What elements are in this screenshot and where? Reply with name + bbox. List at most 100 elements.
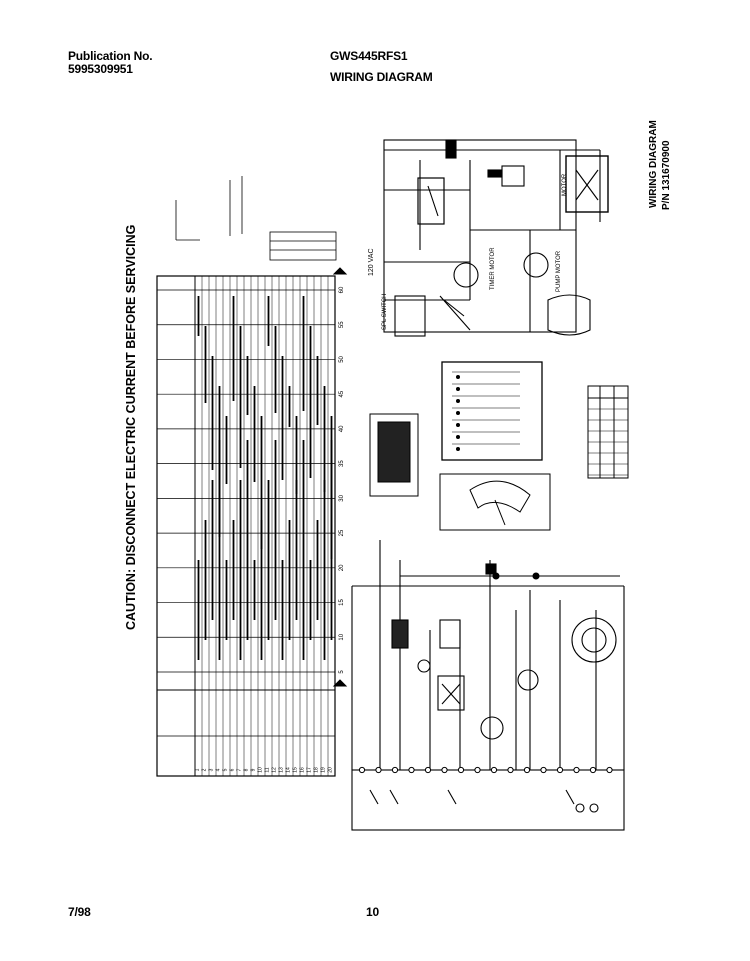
terminal-post: [358, 766, 366, 774]
terminal-post: [523, 766, 531, 774]
chart-row-number: 1: [195, 768, 201, 771]
chart-row-number: 5: [223, 768, 229, 771]
terminal-post: [457, 766, 465, 774]
heater-symbol: [517, 669, 539, 691]
chart-row-number: 16: [300, 767, 306, 773]
chart-interval-number: 40: [339, 425, 345, 432]
legend-symbol: [456, 423, 460, 427]
chart-interval-number: 35: [339, 460, 345, 467]
terminal-post: [391, 766, 399, 774]
thermostat-box: [439, 473, 551, 531]
terminal-post: [441, 766, 448, 774]
chart-notes: [175, 176, 337, 261]
chart-row-number: 8: [244, 768, 250, 771]
spl-switch-box: [394, 295, 426, 337]
timer-sequence-chart: [156, 275, 336, 777]
chart-row-number: 17: [307, 767, 313, 773]
chart-row-number: 2: [202, 768, 208, 771]
motor-label: MOTOR: [562, 173, 568, 196]
timer-motor-label: TIMER MOTOR: [490, 247, 496, 290]
chart-interval-number: 45: [339, 390, 345, 397]
terminal-post: [540, 766, 547, 774]
chart-row-number: 15: [293, 767, 299, 773]
publication-label: Publication No.: [68, 49, 153, 63]
chart-row-number: 7: [237, 768, 243, 771]
terminal-post: [589, 766, 597, 774]
main-motor-outer: [571, 617, 617, 663]
spl-label: SPL SWITCH: [382, 293, 388, 330]
water-valve-coil: [445, 139, 457, 159]
pump-motor-label: PUMP MOTOR: [556, 250, 562, 292]
chart-interval-number: 50: [339, 355, 345, 362]
legend-symbol: [456, 375, 460, 379]
chart-interval-number: 60: [339, 286, 345, 293]
footer-date: 7/98: [68, 905, 91, 919]
chart-frame: [156, 275, 336, 777]
main-circuit-schematic: [351, 540, 625, 831]
legend-symbol: [456, 435, 460, 439]
main-motor-inner: [581, 627, 607, 653]
legend-symbol: [456, 447, 460, 451]
page-number: 10: [366, 905, 379, 919]
chart-timing-bars: [197, 296, 333, 660]
chart-row-number: 11: [265, 767, 271, 772]
wire-color-chart: [587, 385, 629, 479]
chart-interval-number: 10: [339, 633, 345, 640]
legend-rows: [452, 371, 628, 476]
terminal-post: [424, 766, 432, 774]
element-box: [501, 165, 525, 187]
chart-row-number: 10: [258, 767, 264, 773]
chart-row-number: 13: [279, 767, 285, 773]
chart-row-number: 6: [230, 768, 236, 771]
symbol-legend: [369, 361, 629, 531]
side-title-line1: WIRING DIAGRAM: [648, 120, 659, 208]
chart-row-number: 12: [272, 767, 278, 773]
lower-motor-symbol: [480, 716, 504, 740]
motor-box: [565, 155, 609, 213]
chart-interval-number: 5: [339, 670, 345, 674]
terminal-post: [490, 766, 498, 774]
terminal-post: [556, 766, 564, 774]
legend-symbol: [456, 411, 460, 415]
chart-interval-number: 20: [339, 564, 345, 571]
terminal-post: [606, 766, 613, 774]
terminal-post: [474, 766, 481, 774]
pump-motor-symbol: [523, 252, 549, 278]
timer-block: [391, 619, 409, 649]
chart-interval-number: 55: [339, 321, 345, 328]
caution-banner: CAUTION: DISCONNECT ELECTRIC CURRENT BEF…: [124, 224, 138, 630]
publication-number: 5995309951: [68, 62, 133, 76]
power-circuit-schematic: [383, 139, 609, 337]
chart-row-number: 20: [328, 767, 334, 773]
voltage-label: 120 VAC: [368, 248, 375, 277]
legend-box: [441, 361, 543, 461]
connector-box: [369, 413, 419, 497]
chart-row-number: 19: [321, 767, 327, 773]
chart-row-number: 9: [251, 768, 257, 771]
terminal-post: [375, 766, 382, 774]
terminal-post: [507, 766, 514, 774]
fuse: [487, 169, 503, 178]
terminal-post: [573, 766, 580, 774]
page-title: WIRING DIAGRAM: [330, 70, 433, 84]
terminal-post: [408, 766, 415, 774]
chart-arrows: [332, 267, 348, 687]
chart-column-lines: [157, 289, 335, 673]
power-circuit-frame: [383, 139, 577, 333]
chart-interval-number: 15: [339, 599, 345, 606]
terminal-strip-frame: [351, 769, 625, 831]
legend-symbol: [456, 387, 460, 391]
door-switch-box: [417, 177, 445, 225]
chart-row-number: 14: [286, 767, 292, 773]
side-title-line2: P/N 131670900: [661, 140, 672, 210]
legend-symbol: [456, 399, 460, 403]
chart-row-number: 18: [314, 767, 320, 773]
model-number: GWS445RFS1: [330, 49, 408, 63]
relay-block: [437, 675, 465, 711]
chart-interval-number: 25: [339, 529, 345, 536]
motor-start-loop: [547, 294, 591, 336]
selector-block: [439, 619, 461, 649]
